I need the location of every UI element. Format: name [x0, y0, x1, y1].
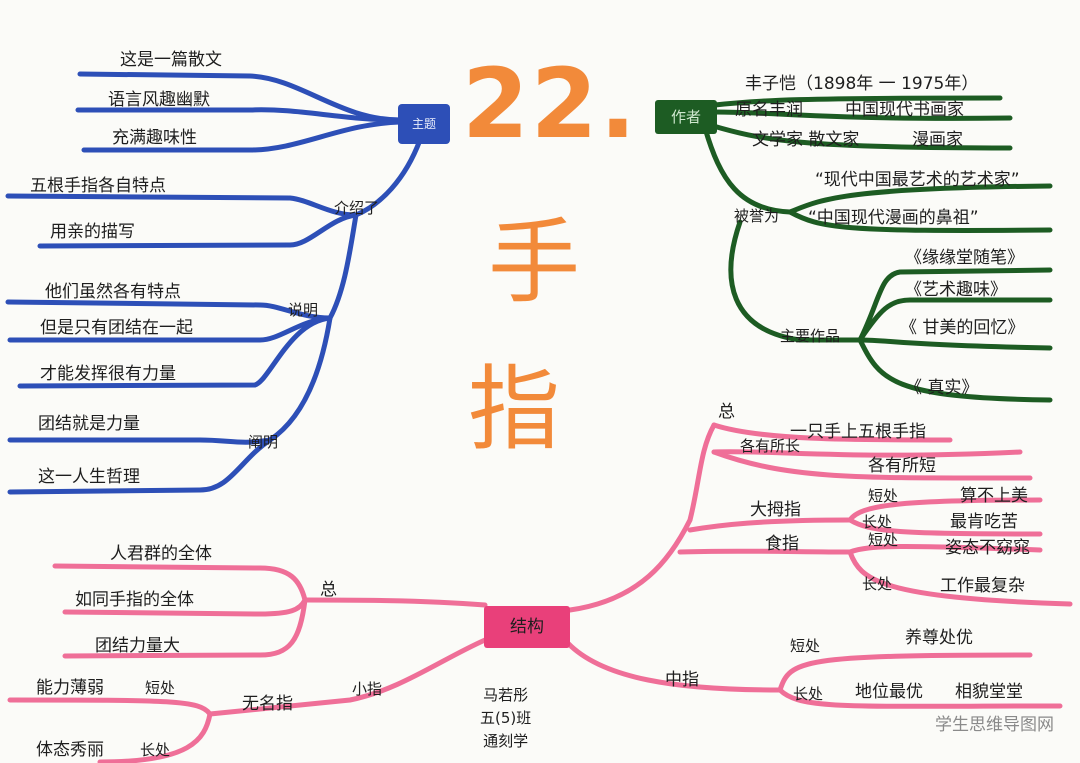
pink-zong-b-label: 各有所长 [740, 437, 801, 455]
honor-1: “现代中国最艺术的艺术家” [815, 170, 1020, 190]
work-4: 《 真实》 [905, 378, 979, 398]
title-char-zhi: 指 [468, 356, 561, 463]
work-2: 《艺术趣味》 [905, 280, 1007, 300]
middle-short-label: 短处 [790, 637, 821, 655]
thumb-label: 大拇指 [750, 500, 801, 520]
explain-item-1: 他们虽然各有特点 [45, 282, 181, 302]
thumb-long-label: 长处 [862, 513, 893, 531]
author-name: 丰子恺（1898年 一 1975年） [745, 74, 979, 94]
signature: 马若彤 五(5)班 通刻学 [480, 684, 531, 753]
signature-class: 五(5)班 [480, 709, 532, 727]
lesson-number: 22. [462, 48, 639, 160]
index-long-label: 长处 [862, 575, 893, 593]
watermark-text: 学生思维导图网 [935, 715, 1054, 735]
explain-label: 说明 [288, 301, 319, 319]
index-short-label: 短处 [868, 531, 899, 549]
left-item-2: 如同手指的全体 [75, 590, 194, 610]
intro-item-2: 用亲的描写 [50, 222, 135, 242]
thumb-long: 最肯吃苦 [950, 512, 1018, 532]
work-3: 《 甘美的回忆》 [900, 318, 1025, 338]
work-1: 《缘缘堂随笔》 [905, 248, 1024, 268]
blue-branch-lines [5, 71, 423, 495]
pink-zong-left: 总 [320, 580, 337, 600]
explain-item-3: 才能发挥很有力量 [40, 364, 176, 384]
clarify-item-1: 团结就是力量 [38, 414, 140, 434]
honor-2: “中国现代漫画的鼻祖” [808, 208, 979, 228]
index-long: 工作最复杂 [940, 576, 1025, 596]
pink-branch-lines [7, 422, 1073, 763]
green-branch-lines [702, 95, 1053, 403]
little-finger-label: 小指 [352, 680, 383, 698]
index-short: 姿态不窈窕 [945, 538, 1030, 558]
middle-long-label: 长处 [793, 685, 824, 703]
signature-name: 马若彤 [483, 686, 529, 704]
middle-label: 中指 [665, 670, 699, 690]
left-item-3: 团结力量大 [95, 636, 180, 656]
title-char-shou: 手 [488, 209, 581, 316]
original-desc: 中国现代书画家 [845, 100, 964, 120]
clarify-label: 阐明 [248, 433, 279, 451]
structure-node: 结构 [484, 606, 570, 648]
ring-short-label: 短处 [145, 679, 176, 697]
ring-finger-label: 无名指 [242, 694, 293, 714]
pink-zong-top: 总 [718, 402, 735, 422]
index-label: 食指 [765, 534, 799, 554]
pink-zong-a: 一只手上五根手指 [790, 422, 926, 442]
honor-label: 被誉为 [734, 207, 780, 225]
intro-label: 介绍了 [334, 199, 380, 217]
middle-long: 地位最优 [855, 682, 923, 702]
clarify-item-2: 这一人生哲理 [38, 467, 140, 487]
theme-item-1: 这是一篇散文 [120, 50, 222, 70]
left-item-1: 人君群的全体 [110, 544, 212, 564]
original-name: 原名丰润 [735, 100, 803, 120]
intro-item-1: 五根手指各自特点 [30, 176, 166, 196]
middle-short: 养尊处优 [905, 628, 973, 648]
thumb-short-label: 短处 [868, 487, 899, 505]
thumb-short: 算不上美 [960, 486, 1028, 506]
pink-zong-b: 各有所短 [868, 456, 936, 476]
author-painter: 漫画家 [912, 130, 963, 150]
explain-item-2: 但是只有团结在一起 [40, 318, 193, 338]
author-node: 作者 [655, 100, 717, 134]
signature-line3: 通刻学 [483, 732, 529, 750]
theme-item-3: 充满趣味性 [112, 128, 197, 148]
works-label: 主要作品 [780, 327, 841, 345]
theme-node: 主题 [398, 104, 450, 144]
ring-long-label: 长处 [140, 741, 171, 759]
middle-long-2: 相貌堂堂 [955, 682, 1023, 702]
theme-item-2: 语言风趣幽默 [108, 90, 210, 110]
author-roles: 文学家 散文家 [752, 130, 860, 150]
ring-long: 体态秀丽 [36, 740, 104, 760]
ring-short: 能力薄弱 [36, 678, 104, 698]
